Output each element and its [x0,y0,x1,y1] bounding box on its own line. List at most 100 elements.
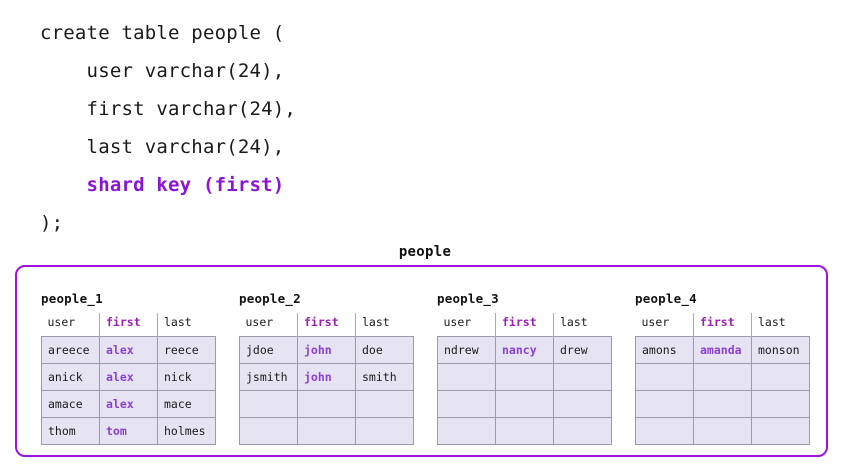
code-line-2: user varchar(24), [40,60,285,82]
cell-user [635,390,694,418]
cell-user: ndrew [437,336,496,364]
cell-user: thom [41,417,100,445]
code-line-1: create table people ( [40,22,285,44]
cell-first [495,417,554,445]
shard-title: people_4 [635,291,697,306]
cell-first: amanda [693,336,752,364]
column-header-last: last [164,315,192,329]
table-row [437,363,612,391]
cell-user: amace [41,390,100,418]
cell-last [553,417,612,445]
cell-user [635,363,694,391]
cell-last: smith [355,363,414,391]
table-row [239,390,414,418]
column-header-first: first [495,313,554,337]
cell-first: alex [99,390,158,418]
cell-first [693,363,752,391]
cell-last: holmes [157,417,216,445]
cell-last: doe [355,336,414,364]
cell-last [751,363,810,391]
column-header-first: first [99,313,158,337]
cell-last: monson [751,336,810,364]
shard-title: people_1 [41,291,103,306]
cell-first [495,390,554,418]
cell-last: reece [157,336,216,364]
cell-user: anick [41,363,100,391]
cell-user: amons [635,336,694,364]
cell-first: john [297,363,356,391]
code-line-4: last varchar(24), [40,136,285,158]
table-row [437,417,612,445]
column-header-user: user [437,313,496,337]
cell-last [553,390,612,418]
shard-title: people_3 [437,291,499,306]
column-header-last: last [362,315,390,329]
column-header-last: last [758,315,786,329]
cell-first [693,390,752,418]
table-row [635,363,810,391]
cell-last [751,417,810,445]
sql-code-block: create table people ( user varchar(24), … [40,14,640,242]
cell-last: nick [157,363,216,391]
cell-first [297,390,356,418]
cell-last: mace [157,390,216,418]
code-line-5: shard key (first) [40,174,285,196]
cell-user [437,390,496,418]
cell-last [355,417,414,445]
cell-first: john [297,336,356,364]
cell-last: drew [553,336,612,364]
cell-user [437,417,496,445]
code-line-3: first varchar(24), [40,98,297,120]
cell-first: alex [99,336,158,364]
cell-first: tom [99,417,158,445]
table-row [239,417,414,445]
column-header-user: user [635,313,694,337]
cell-last [751,390,810,418]
column-header-user: user [41,313,100,337]
cell-user [239,417,298,445]
cell-user: areece [41,336,100,364]
cell-first [495,363,554,391]
cell-user: jdoe [239,336,298,364]
cell-first [297,417,356,445]
table-row [635,390,810,418]
shard-title: people_2 [239,291,301,306]
cell-user [239,390,298,418]
column-header-first: first [693,313,752,337]
cell-first [693,417,752,445]
cell-first: nancy [495,336,554,364]
cell-user [437,363,496,391]
column-header-user: user [239,313,298,337]
cell-user: jsmith [239,363,298,391]
column-header-first: first [297,313,356,337]
cell-first: alex [99,363,158,391]
cell-last [553,363,612,391]
cell-user [635,417,694,445]
code-line-6: ); [40,212,64,234]
outer-table-title: people [398,244,452,260]
cell-last [355,390,414,418]
column-header-last: last [560,315,588,329]
